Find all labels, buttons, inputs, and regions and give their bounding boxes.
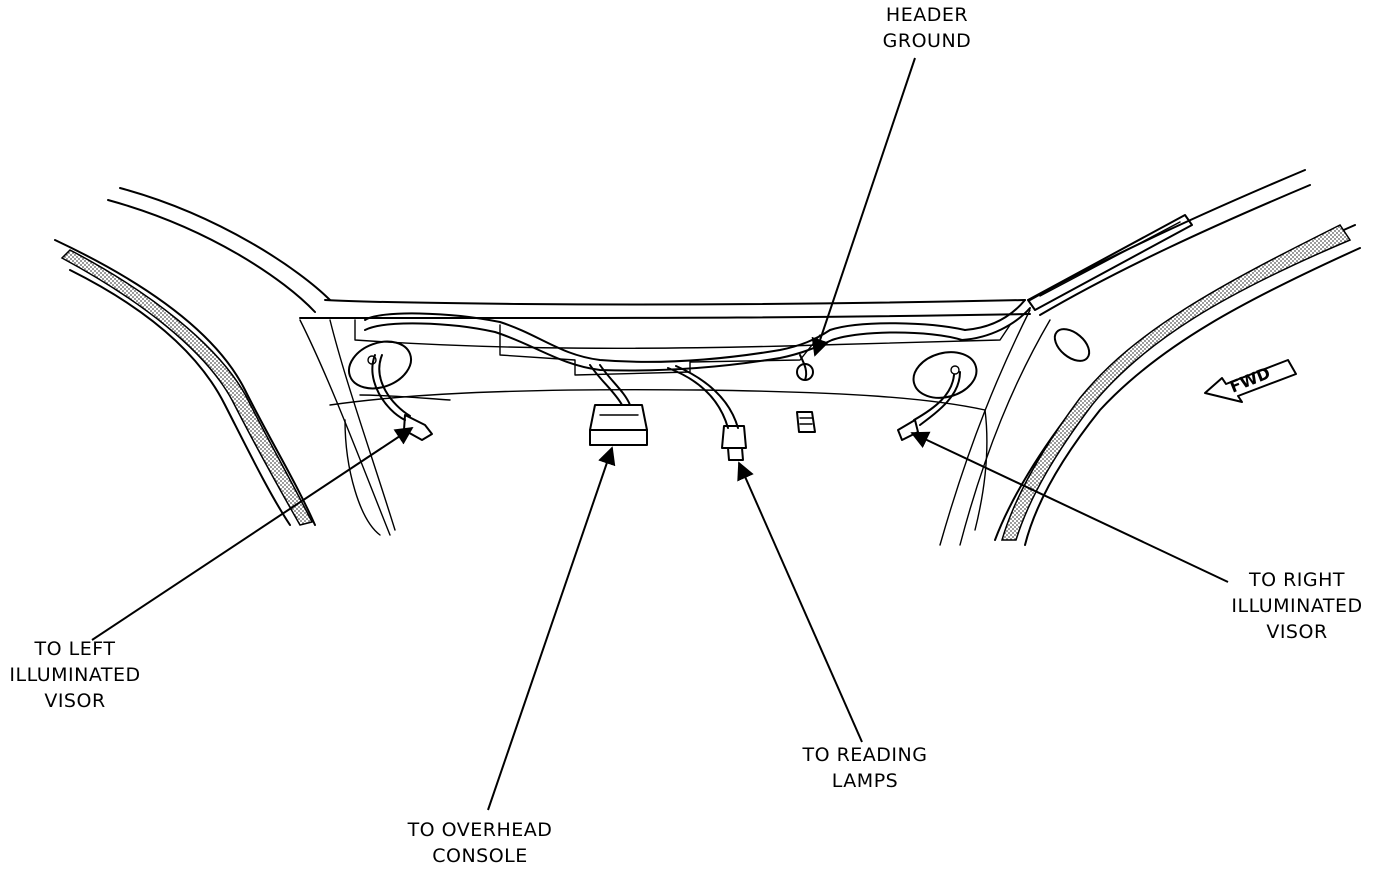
leader-lines — [91, 57, 1229, 811]
callout-line: TO RIGHT — [1248, 569, 1346, 591]
callout-line: VISOR — [44, 690, 106, 712]
callout-reading-lamps: TO READING LAMPS — [780, 742, 950, 794]
callout-header-ground: HEADER GROUND — [862, 2, 992, 54]
callout-line: VISOR — [1266, 621, 1328, 643]
reading-lamp-connector — [721, 425, 747, 461]
callout-line: TO LEFT — [34, 638, 116, 660]
leader-left-visor — [91, 427, 414, 641]
callout-line: ILLUMINATED — [9, 664, 141, 686]
right-visor-mount — [897, 351, 978, 441]
callout-left-visor: TO LEFT ILLUMINATED VISOR — [0, 636, 150, 714]
callout-line: LAMPS — [831, 770, 899, 792]
callout-line: ILLUMINATED — [1231, 595, 1363, 617]
leader-header-ground — [811, 57, 916, 357]
callout-line: TO OVERHEAD — [407, 819, 553, 841]
leader-right-visor — [910, 431, 1229, 583]
right-pillar — [939, 169, 1361, 546]
left-visor-mount — [348, 340, 433, 441]
callout-line: CONSOLE — [432, 845, 528, 867]
console-connector — [589, 404, 648, 446]
left-pillar — [54, 187, 396, 536]
fwd-arrow: FWD — [1204, 359, 1297, 403]
leader-reading-lamps — [737, 461, 863, 743]
callout-right-visor: TO RIGHT ILLUMINATED VISOR — [1218, 567, 1376, 645]
leader-overhead-console — [487, 446, 616, 811]
callout-line: TO READING — [802, 744, 928, 766]
wiring-harness — [364, 299, 1031, 433]
ground-screw — [796, 411, 816, 433]
callout-overhead-console: TO OVERHEAD CONSOLE — [380, 817, 580, 869]
callout-line: HEADER — [885, 4, 969, 26]
callout-line: GROUND — [882, 30, 972, 52]
dome-light — [1053, 328, 1091, 362]
